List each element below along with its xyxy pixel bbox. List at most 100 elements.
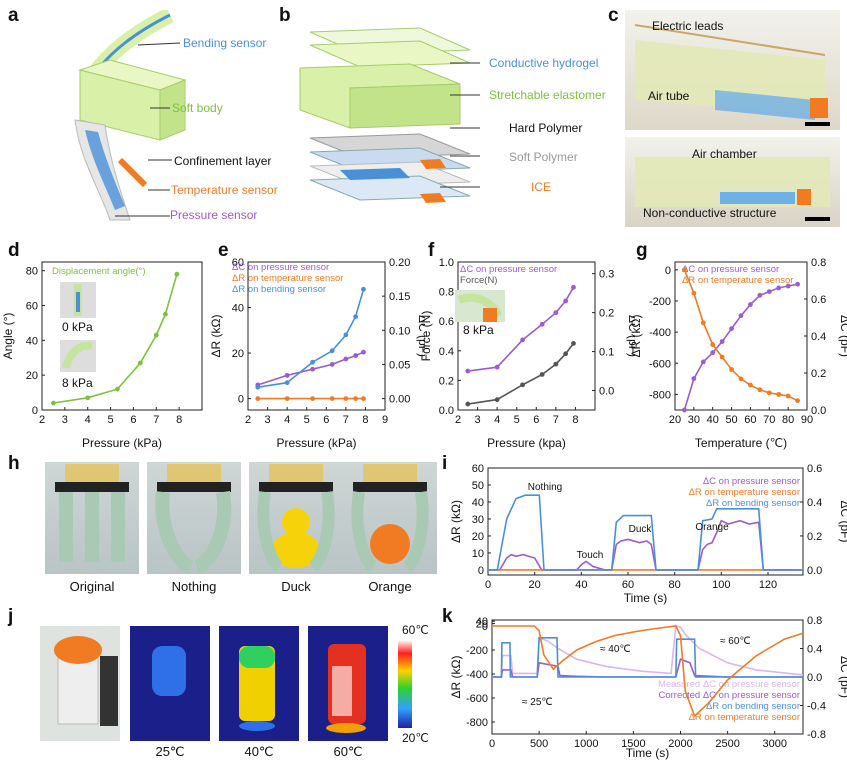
data-point — [785, 283, 791, 289]
data-point — [494, 364, 500, 370]
y2-tick-label: 0.4 — [807, 644, 822, 656]
data-point — [353, 314, 359, 320]
label-ice: ICE — [531, 180, 552, 194]
x-tick-label: 6 — [533, 414, 539, 426]
data-point — [353, 396, 359, 402]
x-tick-label: 90 — [801, 414, 813, 426]
data-point — [465, 368, 471, 374]
series-line-0 — [492, 624, 804, 678]
data-point — [563, 351, 569, 357]
legend-entry: ΔR on temperature sensor — [689, 712, 800, 723]
y-tick-label: 0 — [665, 265, 671, 277]
data-point — [137, 360, 143, 366]
inset-photo-0kpa — [60, 282, 96, 318]
data-point — [766, 390, 772, 396]
data-point — [710, 350, 716, 356]
y-tick-label: -200 — [466, 645, 488, 657]
data-point — [719, 339, 725, 344]
y-tick-label: 20 — [472, 531, 484, 543]
y-tick-label: 10 — [472, 548, 484, 560]
data-point — [795, 398, 800, 404]
y-axis-label: ΔR (kΩ) — [210, 315, 223, 358]
panel-label-j: j — [8, 606, 14, 627]
y-axis-label: ΔR (kΩ) — [450, 500, 463, 543]
y-tick-label: 0 — [482, 621, 488, 633]
exploded-layer-diagram — [299, 27, 480, 203]
y2-tick-label: 0.4 — [807, 497, 822, 509]
x-tick-label: 80 — [669, 579, 681, 591]
y2-tick-label: -0.4 — [807, 701, 826, 713]
legend-entry: ΔR on bending sensor — [706, 701, 800, 712]
y-tick-label: -200 — [649, 296, 671, 308]
data-point — [795, 281, 800, 287]
x-tick-label: 80 — [782, 414, 794, 426]
data-point — [563, 298, 569, 304]
x-tick-label: 6 — [130, 414, 136, 426]
data-point — [700, 320, 706, 326]
y2-tick-label: 0.3 — [599, 269, 614, 281]
caption-60c: 60℃ — [333, 744, 363, 759]
x-tick-label: 7 — [553, 414, 559, 426]
y2-tick-label: 0.0 — [807, 565, 822, 577]
y2-axis-label: ΔC (pF) — [838, 656, 847, 698]
label-pressure-sensor: Pressure sensor — [170, 208, 258, 222]
y-tick-label: 20 — [476, 619, 488, 631]
x-axis-label: Pressure (kpa) — [487, 436, 566, 450]
inset-photo-8kpa — [60, 340, 96, 372]
data-point — [520, 337, 525, 343]
x-tick-label: 3000 — [762, 738, 786, 750]
y2-tick-label: 0.20 — [389, 257, 410, 269]
data-point — [85, 395, 91, 401]
temperature-annotation: ≈ 60℃ — [720, 636, 751, 647]
caption-40c: 40℃ — [244, 744, 274, 759]
x-tick-label: 60 — [622, 579, 634, 591]
y2-tick-label: 0.0 — [811, 405, 826, 417]
plot-frame — [487, 467, 804, 576]
data-point — [766, 289, 772, 294]
data-point — [255, 384, 261, 390]
y-tick-label: 1.0 — [439, 257, 454, 269]
x-tick-label: 40 — [707, 414, 719, 426]
y-tick-label: -800 — [649, 389, 671, 401]
data-point — [738, 376, 744, 382]
panel-label-c: c — [608, 5, 619, 26]
x-axis-label: Pressure (kPa) — [82, 436, 162, 450]
data-point — [700, 359, 706, 365]
data-point — [571, 284, 576, 290]
data-point — [729, 326, 734, 331]
x-tick-label: 2000 — [668, 738, 692, 750]
legend-entry: Displacement angle(°) — [52, 266, 146, 277]
legend-entry: ΔR on bending sensor — [232, 284, 326, 295]
y-tick-label: 0 — [238, 394, 244, 406]
panel-label-b: b — [279, 5, 291, 26]
x-tick-label: 30 — [688, 414, 700, 426]
panel-label-k: k — [442, 606, 453, 627]
y2-tick-label: 0.4 — [811, 331, 826, 343]
legend-entry: ΔR on bending sensor — [706, 498, 800, 509]
y-tick-label: -600 — [466, 693, 488, 705]
data-point — [710, 342, 716, 347]
label-non-conductive-structure: Non-conductive structure — [643, 206, 777, 220]
data-point — [785, 393, 791, 399]
x-tick-label: 6 — [323, 414, 329, 426]
caption-orange: Orange — [368, 579, 412, 594]
y-axis-label: Force (N) — [420, 311, 433, 362]
grip-photo-original — [45, 462, 139, 574]
data-point — [691, 376, 697, 381]
inset-label-0kpa: 0 kPa — [62, 320, 93, 334]
y2-axis-label: ΔC (pF) — [416, 315, 425, 357]
y-tick-label: 40 — [472, 497, 484, 509]
y-tick-label: -600 — [649, 358, 671, 370]
series-line-1 — [467, 342, 575, 405]
x-tick-label: 2 — [455, 414, 461, 426]
inset-photo-f — [455, 290, 505, 322]
x-tick-label: 8 — [176, 414, 182, 426]
x-tick-label: 60 — [744, 414, 756, 426]
x-tick-label: 4 — [494, 414, 500, 426]
event-annotation: Orange — [695, 522, 729, 533]
y2-tick-label: 0.2 — [807, 531, 822, 543]
data-point — [520, 382, 525, 388]
data-point — [465, 401, 471, 407]
y-tick-label: -400 — [649, 327, 671, 339]
